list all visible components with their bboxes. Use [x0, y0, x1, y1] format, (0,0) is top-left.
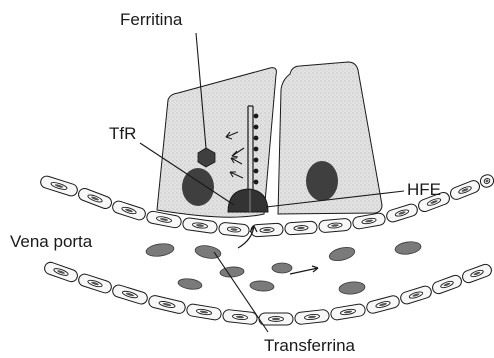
iron-dot: [254, 136, 259, 141]
label-ferritina: Ferritina: [120, 10, 183, 29]
endothelial-upper-cell: [352, 212, 386, 229]
label-vena-porta: Vena porta: [10, 232, 93, 251]
red-blood-cells: [145, 240, 421, 295]
iron-dot: [254, 169, 259, 174]
red-blood-cell: [250, 280, 275, 292]
endothelial-upper-cell: [318, 218, 351, 233]
iron-dot: [254, 147, 259, 152]
red-blood-cell: [328, 245, 356, 263]
endothelial-lower-cell: [186, 303, 222, 321]
nucleus-right: [306, 161, 338, 201]
iron-dot: [254, 180, 259, 185]
endothelial-upper-cell: [218, 222, 249, 237]
red-blood-cell: [394, 240, 421, 256]
endothelial-lower-cell: [330, 303, 366, 321]
endothelial-upper-cell: [285, 221, 318, 235]
endothelial-upper-cell: [111, 200, 147, 222]
endothelial-lower-cell: [294, 309, 329, 325]
endothelial-upper-cell: [77, 187, 113, 210]
endothelial-upper-cell: [479, 173, 494, 189]
red-blood-cell: [272, 263, 292, 273]
endothelial-upper-cell: [449, 179, 482, 201]
iron-dot: [254, 114, 259, 119]
endothelial-lower-cell: [399, 285, 433, 306]
label-tfr: TfR: [109, 124, 136, 143]
lower-endothelial-layer: [43, 261, 493, 325]
endothelial-lower-cell: [461, 263, 493, 285]
endothelial-upper-cell: [385, 203, 419, 224]
endothelial-lower-cell: [431, 274, 463, 296]
endothelial-lower-cell: [43, 261, 79, 284]
endothelial-lower-cell: [222, 309, 257, 325]
iron-dot: [254, 158, 259, 163]
endothelial-lower-cell: [365, 294, 400, 314]
red-blood-cell: [177, 277, 202, 290]
label-transferrina: Transferrina: [264, 336, 356, 355]
label-hfe: HFE: [407, 180, 441, 199]
endothelial-lower-cell: [259, 313, 293, 325]
endothelial-upper-cell: [39, 175, 79, 198]
endothelial-lower-cell: [77, 273, 113, 295]
red-blood-cell: [145, 242, 174, 258]
endothelial-lower-cell: [148, 294, 187, 314]
endothelial-upper-cell: [182, 217, 218, 234]
red-blood-cell: [338, 281, 365, 296]
endothelial-lower-cell: [111, 284, 149, 306]
iron-dot: [254, 125, 259, 130]
red-blood-cell: [220, 266, 245, 278]
